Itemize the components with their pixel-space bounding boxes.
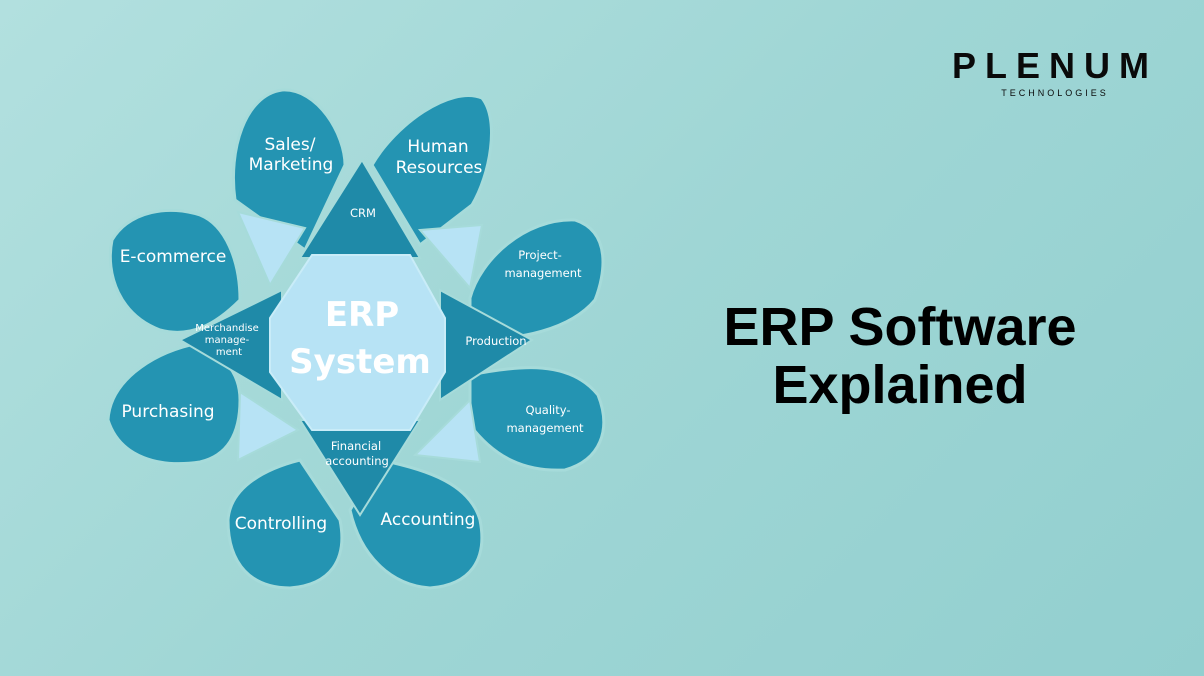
petal-ecommerce xyxy=(108,208,242,334)
petal-human-resources xyxy=(370,94,493,248)
gap-triangle-upper-right xyxy=(417,223,484,291)
label-quality-line2: management xyxy=(506,421,584,435)
page-title-line2: Explained xyxy=(772,355,1028,415)
petal-quality-management xyxy=(468,366,606,472)
center-title-line2: System xyxy=(289,342,431,382)
brand-name: PLENUM xyxy=(952,45,1158,86)
label-merchandise-line3: ment xyxy=(216,347,242,358)
brand-subtitle: TECHNOLOGIES xyxy=(1001,88,1109,98)
gap-triangle-upper-left xyxy=(236,210,307,288)
label-project-line1: Project- xyxy=(518,248,562,262)
label-purchasing: Purchasing xyxy=(121,402,214,422)
label-crm: CRM xyxy=(350,206,376,220)
label-quality-line1: Quality- xyxy=(525,403,570,417)
petal-controlling xyxy=(226,458,344,590)
gap-triangle-lower-right xyxy=(412,397,482,464)
label-sales-line1: Sales/ xyxy=(265,135,316,155)
label-hr-line1: Human xyxy=(407,137,468,157)
label-financial-line1: Financial xyxy=(331,439,381,453)
label-hr-line2: Resources xyxy=(396,158,483,178)
center-title-line1: ERP xyxy=(325,295,399,335)
label-sales-line2: Marketing xyxy=(249,155,334,175)
erp-diagram: ERP System Sales/ Marketing Human Resour… xyxy=(106,88,606,590)
page-title: ERP Software Explained xyxy=(640,298,1160,414)
label-controlling: Controlling xyxy=(235,514,327,534)
petal-sales-marketing xyxy=(231,88,347,253)
gap-triangle-lower-left xyxy=(236,390,301,462)
petal-accounting xyxy=(348,458,484,590)
page-title-line1: ERP Software xyxy=(723,297,1077,357)
label-accounting: Accounting xyxy=(381,510,476,530)
label-project-line2: management xyxy=(504,266,582,280)
center-erp-system xyxy=(269,254,446,431)
label-financial-line2: accounting xyxy=(325,454,389,468)
petal-project-management xyxy=(468,218,605,342)
label-ecommerce: E-commerce xyxy=(120,247,227,267)
label-production: Production xyxy=(465,334,526,348)
brand-logo: PLENUM TECHNOLOGIES xyxy=(930,45,1180,99)
label-merchandise-line2: manage- xyxy=(205,335,250,346)
label-merchandise-line1: Merchandise xyxy=(195,323,258,334)
